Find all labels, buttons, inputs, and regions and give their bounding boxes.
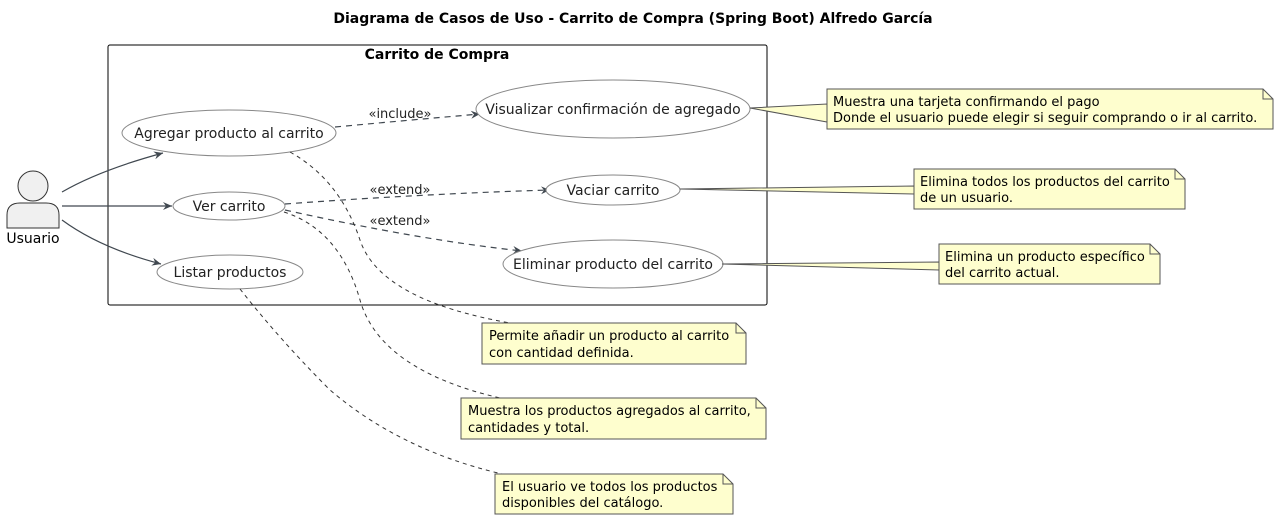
- extend-label-eliminar: «extend»: [370, 214, 431, 229]
- extend-arrow-vaciar: [284, 186, 551, 205]
- use-case-ver-label: Ver carrito: [193, 199, 266, 215]
- note-ver-line1: Muestra los productos agregados al carri…: [468, 404, 751, 419]
- extend-arrow-eliminar: [284, 209, 523, 255]
- assoc-agregar: [61, 151, 164, 193]
- note-ver: Muestra los productos agregados al carri…: [460, 397, 767, 440]
- note-visualizar-line2: Donde el usuario puede elegir si seguir …: [833, 111, 1257, 126]
- actor-associations: [61, 151, 172, 266]
- link-ver: [283, 211, 501, 399]
- diagram-title: Diagrama de Casos de Uso - Carrito de Co…: [333, 11, 932, 27]
- note-listar-line1: El usuario ve todos los productos: [502, 480, 718, 495]
- note-listar: El usuario ve todos los productos dispon…: [494, 473, 734, 515]
- connector-eliminar: [721, 261, 940, 271]
- note-eliminar-line1: Elimina un producto específico: [945, 250, 1145, 265]
- use-case-eliminar-label: Eliminar producto del carrito: [513, 257, 713, 273]
- use-case-listar[interactable]: Listar productos: [156, 254, 304, 290]
- note-visualizar: Muestra una tarjeta confirmando el pago …: [826, 88, 1274, 130]
- system-name: Carrito de Compra: [365, 47, 510, 63]
- extend-label-vaciar: «extend»: [370, 183, 431, 198]
- note-agregar-line2: con cantidad definida.: [489, 346, 634, 361]
- note-vaciar-line2: de un usuario.: [920, 191, 1013, 206]
- note-ver-line2: cantidades y total.: [468, 421, 589, 436]
- note-agregar: Permite añadir un producto al carrito co…: [481, 322, 747, 365]
- note-eliminar: Elimina un producto específico del carri…: [938, 243, 1161, 285]
- assoc-listar: [61, 219, 162, 266]
- use-case-eliminar[interactable]: Eliminar producto del carrito: [502, 239, 724, 289]
- use-case-listar-label: Listar productos: [174, 265, 287, 281]
- connector-vaciar: [679, 185, 915, 195]
- use-case-visualizar-label: Visualizar confirmación de agregado: [485, 102, 740, 118]
- use-case-ver[interactable]: Ver carrito: [172, 191, 286, 221]
- note-agregar-line1: Permite añadir un producto al carrito: [489, 329, 729, 344]
- include-label: «include»: [368, 107, 431, 122]
- note-listar-line2: disponibles del catálogo.: [502, 496, 663, 511]
- use-case-vaciar[interactable]: Vaciar carrito: [545, 174, 681, 206]
- use-case-agregar[interactable]: Agregar producto al carrito: [121, 109, 337, 157]
- note-vaciar-line1: Elimina todos los productos del carrito: [920, 175, 1170, 190]
- link-listar: [239, 288, 503, 475]
- use-case-visualizar[interactable]: Visualizar confirmación de agregado: [475, 79, 751, 139]
- note-vaciar: Elimina todos los productos del carrito …: [913, 168, 1186, 210]
- connector-visualizar: [749, 103, 828, 123]
- dependency-arrows: [284, 110, 551, 255]
- note-connectors: [239, 103, 940, 475]
- actor-usuario[interactable]: Usuario: [6, 170, 60, 247]
- system-boundary: [107, 44, 768, 306]
- user-icon: [6, 170, 60, 229]
- link-agregar: [289, 151, 511, 324]
- note-visualizar-line1: Muestra una tarjeta confirmando el pago: [833, 95, 1100, 110]
- use-case-agregar-label: Agregar producto al carrito: [134, 126, 323, 142]
- actor-label: Usuario: [6, 231, 59, 247]
- use-case-vaciar-label: Vaciar carrito: [567, 183, 660, 199]
- note-eliminar-line2: del carrito actual.: [945, 266, 1060, 281]
